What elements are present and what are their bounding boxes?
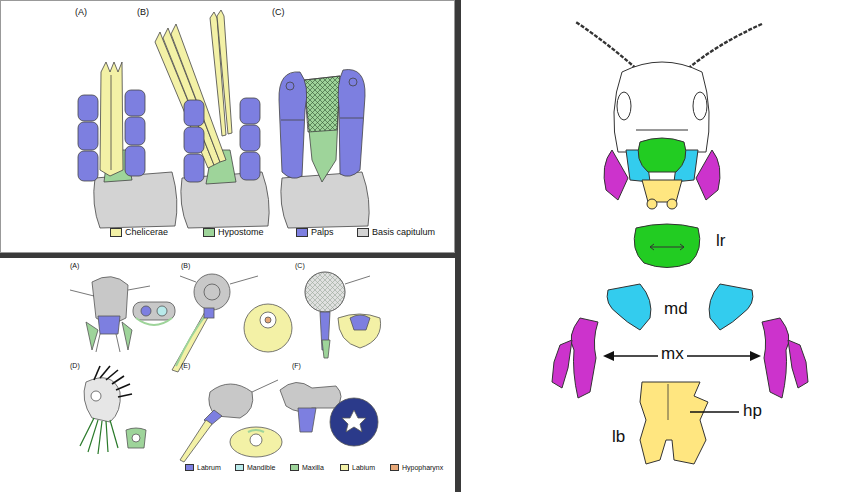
legend-swatch xyxy=(110,228,122,237)
legend-text: Palps xyxy=(311,228,334,238)
legend-swatch xyxy=(340,464,349,471)
legend-swatch xyxy=(390,464,399,471)
panel-letter: (D) xyxy=(70,362,80,370)
legend-text: Labrum xyxy=(197,464,221,472)
divider xyxy=(0,253,455,258)
tick-mouthpart-a xyxy=(78,62,177,228)
legend-swatch xyxy=(235,464,244,471)
legend-swatch xyxy=(203,228,215,237)
panel-letter: (B) xyxy=(137,8,149,18)
panel-letter: (B) xyxy=(181,262,190,270)
panel-letter: (E) xyxy=(181,362,190,370)
legend-item: Palps xyxy=(296,228,334,238)
legend-item: Hypostome xyxy=(203,228,264,238)
insect-mouthpart-b xyxy=(172,274,292,372)
legend-item: Hypopharynx xyxy=(390,464,443,472)
legend-item: Maxilla xyxy=(290,464,324,472)
legend-swatch xyxy=(296,228,308,237)
insect-mouthpart-a xyxy=(70,277,175,352)
part-label: hp xyxy=(743,402,762,421)
tick-mouthpart-b xyxy=(155,10,269,228)
legend-text: Maxilla xyxy=(302,464,324,472)
panel-letter: (C) xyxy=(272,8,285,18)
legend-text: Hypopharynx xyxy=(402,464,443,472)
panel-letter: (A) xyxy=(75,8,87,18)
legend-text: Mandible xyxy=(247,464,275,472)
grasshopper-mouthparts xyxy=(552,224,808,464)
grasshopper-head xyxy=(576,22,762,209)
panel-frame xyxy=(1,1,455,253)
insect-mouthpart-e xyxy=(180,380,282,462)
legend-item: Chelicerae xyxy=(110,228,168,238)
legend-item: Basis capitulum xyxy=(357,228,435,238)
insect-mouthpart-c xyxy=(305,272,381,358)
legend-text: Basis capitulum xyxy=(372,228,435,238)
legend-text: Chelicerae xyxy=(125,228,168,238)
tick-mouthpart-c xyxy=(279,70,369,228)
panel-letter: (F) xyxy=(292,362,301,370)
legend-swatch xyxy=(185,464,194,471)
part-label: lr xyxy=(716,232,725,251)
legend-text: Hypostome xyxy=(218,228,264,238)
insect-mouthpart-f xyxy=(280,382,378,446)
insect-mouthpart-d xyxy=(80,366,146,454)
part-label: md xyxy=(664,300,688,319)
legend-swatch xyxy=(290,464,299,471)
legend-item: Labrum xyxy=(185,464,221,472)
panel-letter: (A) xyxy=(70,262,79,270)
part-label: lb xyxy=(612,428,625,447)
panel-letter: (C) xyxy=(295,262,305,270)
legend-item: Mandible xyxy=(235,464,275,472)
part-label: mx xyxy=(658,345,687,364)
legend-text: Labium xyxy=(352,464,375,472)
legend-item: Labium xyxy=(340,464,375,472)
legend-swatch xyxy=(357,228,369,237)
divider xyxy=(455,0,461,492)
